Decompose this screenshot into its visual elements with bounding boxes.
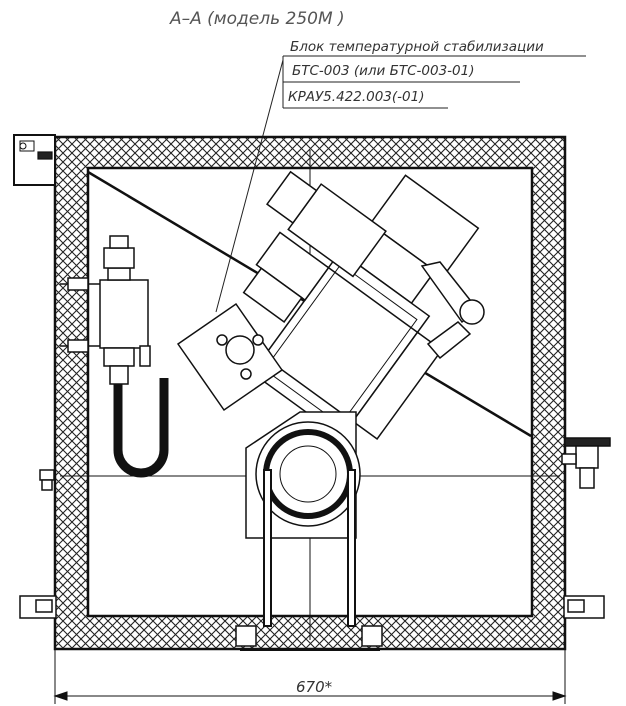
callout-leader-arrow — [215, 59, 284, 313]
bts-block — [176, 302, 284, 412]
left-side-fastener — [39, 469, 55, 491]
callout-line-1: Блок температурной стабилизации — [290, 39, 544, 55]
section-title: А–А (модель 250М ) — [169, 9, 345, 29]
right-mounting-foot — [563, 595, 605, 619]
width-dimension-label: 670* — [296, 678, 333, 696]
top-left-bracket — [13, 134, 56, 186]
pump-cylinder — [240, 411, 380, 651]
central-module — [242, 174, 480, 440]
left-mounting-foot — [19, 595, 57, 619]
right-side-valve — [561, 437, 611, 489]
upper-junction-box — [266, 170, 387, 278]
callout-line-2: БТС-003 (или БТС-003-01) — [292, 63, 475, 79]
callout-line-3: КРАУ5.422.003(-01) — [288, 89, 424, 105]
bottom-fasteners — [235, 625, 383, 647]
right-fitting — [420, 261, 485, 360]
dim-arrow-left — [53, 691, 68, 701]
callout-block: Блок температурной стабилизации БТС-003 … — [215, 39, 586, 313]
dim-arrow-right — [552, 691, 567, 701]
width-dimension — [53, 650, 567, 704]
left-valve-assembly — [60, 235, 169, 478]
